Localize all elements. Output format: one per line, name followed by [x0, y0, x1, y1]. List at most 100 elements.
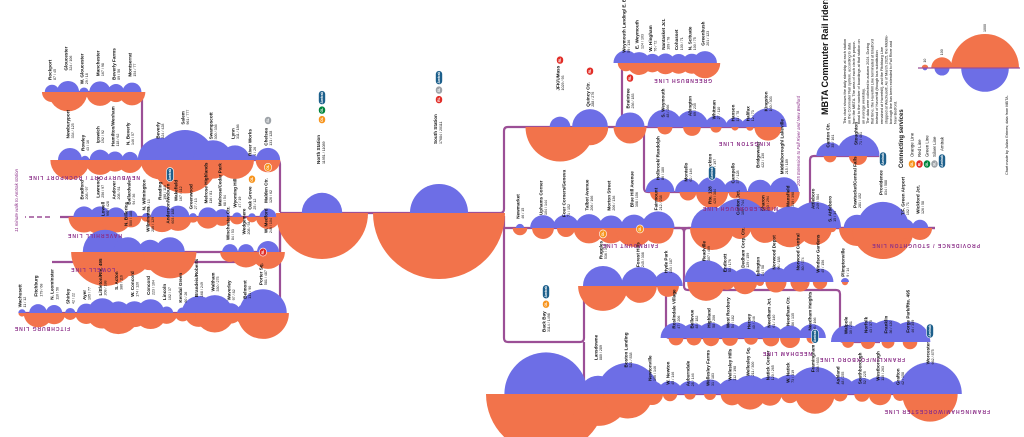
station-name: Framingham [811, 345, 816, 373]
station-ridership: 40 / 246 [752, 316, 756, 329]
station-name: Winchester Ctr. [226, 206, 231, 240]
station-name: Malden Ctr. [264, 178, 269, 203]
station-ridership: 102 / 71 [906, 202, 910, 215]
station-name: N. Billerica [124, 202, 129, 226]
station-ridership: 60 / 26 [184, 292, 188, 303]
outbound-semicircle [552, 214, 580, 228]
station-name: Forest Hills [636, 242, 641, 267]
station-name: Braintree [626, 88, 631, 109]
inbound-semicircle [650, 192, 670, 202]
connection-badge-amtrak: Amtrak [318, 90, 326, 105]
station-name: Concord [146, 276, 151, 295]
station-name: Canton Jct. [736, 190, 741, 215]
line-name: FAIRMOUNT LINE [602, 242, 659, 248]
station-name: Rowley [81, 134, 86, 151]
svg-text:OL: OL [250, 177, 254, 182]
outbound-semicircle [142, 213, 150, 217]
connection-badge-rl: RL [556, 55, 564, 65]
outbound-semicircle [675, 179, 701, 192]
station-name: Pawtucket/Central Falls [853, 156, 858, 208]
inbound-semicircle [251, 252, 285, 269]
station-name: Islington [756, 257, 761, 276]
station-name: N. Wilmington [142, 179, 147, 210]
connection-badge-amtrak: Amtrak [435, 70, 443, 85]
outbound-semicircle [220, 145, 250, 160]
station-ridership: 14 / 58 [761, 265, 765, 276]
station-name: Gloucester [64, 46, 69, 70]
station-ridership: 179 / 68 [39, 284, 43, 297]
station-ridership: 29 / 18 [85, 73, 89, 84]
station-name: Littleton/Rte. 495 [98, 258, 103, 295]
station-ridership: 9 / 14 [846, 268, 850, 277]
station-name: Readville [702, 241, 707, 262]
outbound-semicircle [248, 213, 256, 217]
inbound-semicircle [623, 286, 657, 303]
outbound-semicircle [704, 115, 728, 127]
inbound-semicircle [686, 338, 702, 346]
svg-text:RL: RL [918, 162, 922, 167]
station-name: Manchester [96, 50, 101, 76]
stations-layer [18, 50, 962, 437]
svg-text:Amtrak: Amtrak [881, 153, 885, 165]
haverhill-note: 11 minute walk to Amtrak station [14, 168, 19, 232]
outbound-semicircle [121, 151, 139, 160]
station-name: Porter Sq. [259, 263, 264, 285]
station-name: S. Weymouth [661, 88, 666, 117]
inbound-semicircle [798, 228, 832, 245]
station-name: Fairmount [654, 187, 659, 210]
station-name: Quincy Ctr. [586, 82, 591, 107]
station-name: Ballardvale [127, 180, 132, 205]
scale-inbound [951, 34, 1019, 68]
connection-badge-ol: OL [636, 224, 644, 234]
station-name: Canton Ctr. [826, 123, 831, 148]
connection-badge-amtrak: Amtrak [811, 328, 819, 344]
station-name: W. Medford [264, 208, 269, 233]
station-ridership: 105 / 77 [87, 287, 91, 300]
station-name: W. Natick [786, 362, 791, 383]
terminal-ridership: 17684 / 20111 [439, 122, 443, 144]
outbound-semicircle [238, 244, 254, 252]
station-name: Kingston [764, 91, 769, 111]
outbound-semicircle [122, 82, 142, 92]
svg-text:GL: GL [320, 108, 324, 113]
connecting-label: Orange Line [910, 132, 915, 157]
station-name: Uphams Corner [539, 180, 544, 215]
station-ridership: 120 / 265 [771, 365, 775, 380]
station-name: Shirley [66, 288, 71, 304]
outbound-semicircle [221, 303, 241, 313]
description-line: stopped at Wachusett. As of March 2025, … [884, 34, 888, 124]
inbound-semicircle [848, 156, 868, 166]
scale-value: 10 [923, 59, 927, 63]
inbound-semicircle [780, 338, 800, 348]
outbound-semicircle [166, 205, 190, 217]
station-name: Lowell [101, 202, 106, 216]
inbound-semicircle [762, 338, 780, 347]
outbound-semicircle [575, 214, 603, 228]
outbound-semicircle [620, 214, 648, 228]
station-name: Wyoming Hill [233, 179, 238, 208]
outbound-semicircle [89, 81, 111, 92]
station-ridership: 324 / 106 [69, 56, 73, 71]
line-name: KINGSTON LINE [718, 140, 770, 146]
station-ridership: 422 / 130 [761, 153, 765, 168]
station-name: Oak Grove [248, 186, 253, 210]
outbound-semicircle [856, 201, 910, 228]
inbound-semicircle [795, 394, 835, 414]
station-ridership: 52 / 225 [863, 371, 867, 384]
station-ridership: 109 / 78 [667, 37, 671, 50]
station-ridership: 53 / 176 [728, 259, 732, 272]
station-ridership: 300 / 336 [214, 124, 218, 139]
station-ridership: 89 / 56 [117, 69, 121, 80]
terminal-name: South Station [433, 114, 438, 144]
station-ridership: 19 / 13 [147, 199, 151, 210]
description-line: The data were collected in autumn 2024. … [866, 43, 870, 124]
inbound-semicircle [120, 217, 142, 228]
station-name: Grafton [896, 368, 901, 385]
station-ridership: 991 / 428 [106, 201, 110, 216]
station-ridership: 105 / 744 [741, 200, 745, 215]
inbound-semicircle [719, 282, 735, 290]
station-ridership: 25 / 12 [253, 199, 257, 210]
line-name: FITCHBURG LINE [14, 325, 70, 331]
inbound-semicircle [823, 156, 837, 163]
station-ridership: 192 / 92 [101, 130, 105, 143]
